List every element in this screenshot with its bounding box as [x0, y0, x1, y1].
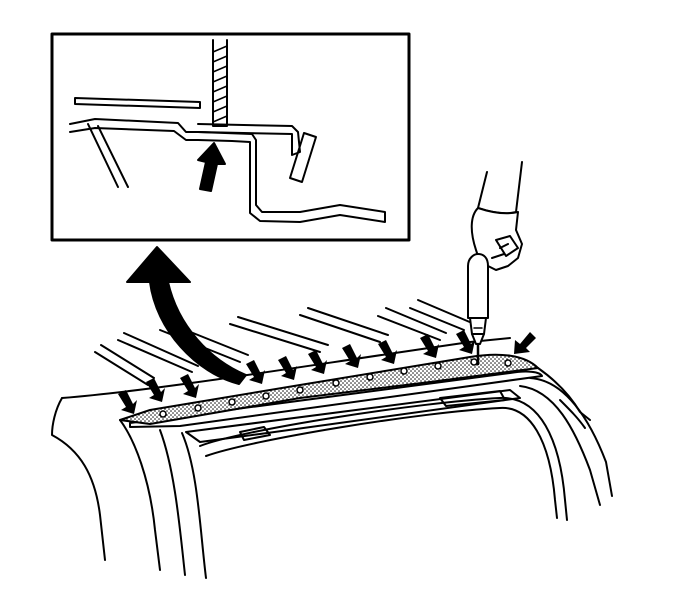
detail-panel-profile — [69, 118, 386, 223]
windshield-header — [129, 370, 543, 428]
weld-location-arrow — [180, 374, 199, 398]
weld-location-arrow — [246, 360, 265, 384]
weld-location-arrow — [456, 330, 475, 354]
weld-location-arrow — [118, 390, 137, 414]
weld-location-arrow — [514, 332, 536, 354]
weld-location-arrow — [308, 350, 327, 374]
weld-location-arrow — [342, 344, 361, 368]
weld-location-arrow — [278, 356, 297, 380]
detail-upper-flange — [74, 97, 201, 109]
weld-holes — [159, 358, 512, 418]
roof-bows — [94, 299, 473, 386]
curved-callout-arrow — [126, 246, 247, 385]
left-body-side — [51, 397, 106, 561]
sealer-strip — [119, 353, 539, 425]
detail-inset — [50, 32, 411, 242]
weld-location-arrow — [420, 334, 439, 358]
detail-inset-frame — [50, 32, 411, 242]
windshield-frame — [159, 429, 207, 579]
weld-location-arrow — [146, 378, 165, 402]
hand-with-drill — [467, 161, 523, 366]
detail-pointer-arrow — [197, 142, 226, 192]
arm-sleeve — [477, 161, 523, 215]
weld-location-arrow — [378, 340, 397, 364]
drill-tool-icon — [467, 253, 489, 319]
weld-location-arrows — [118, 330, 536, 414]
detail-weld-electrode — [212, 39, 228, 127]
vehicle-body — [51, 299, 613, 579]
